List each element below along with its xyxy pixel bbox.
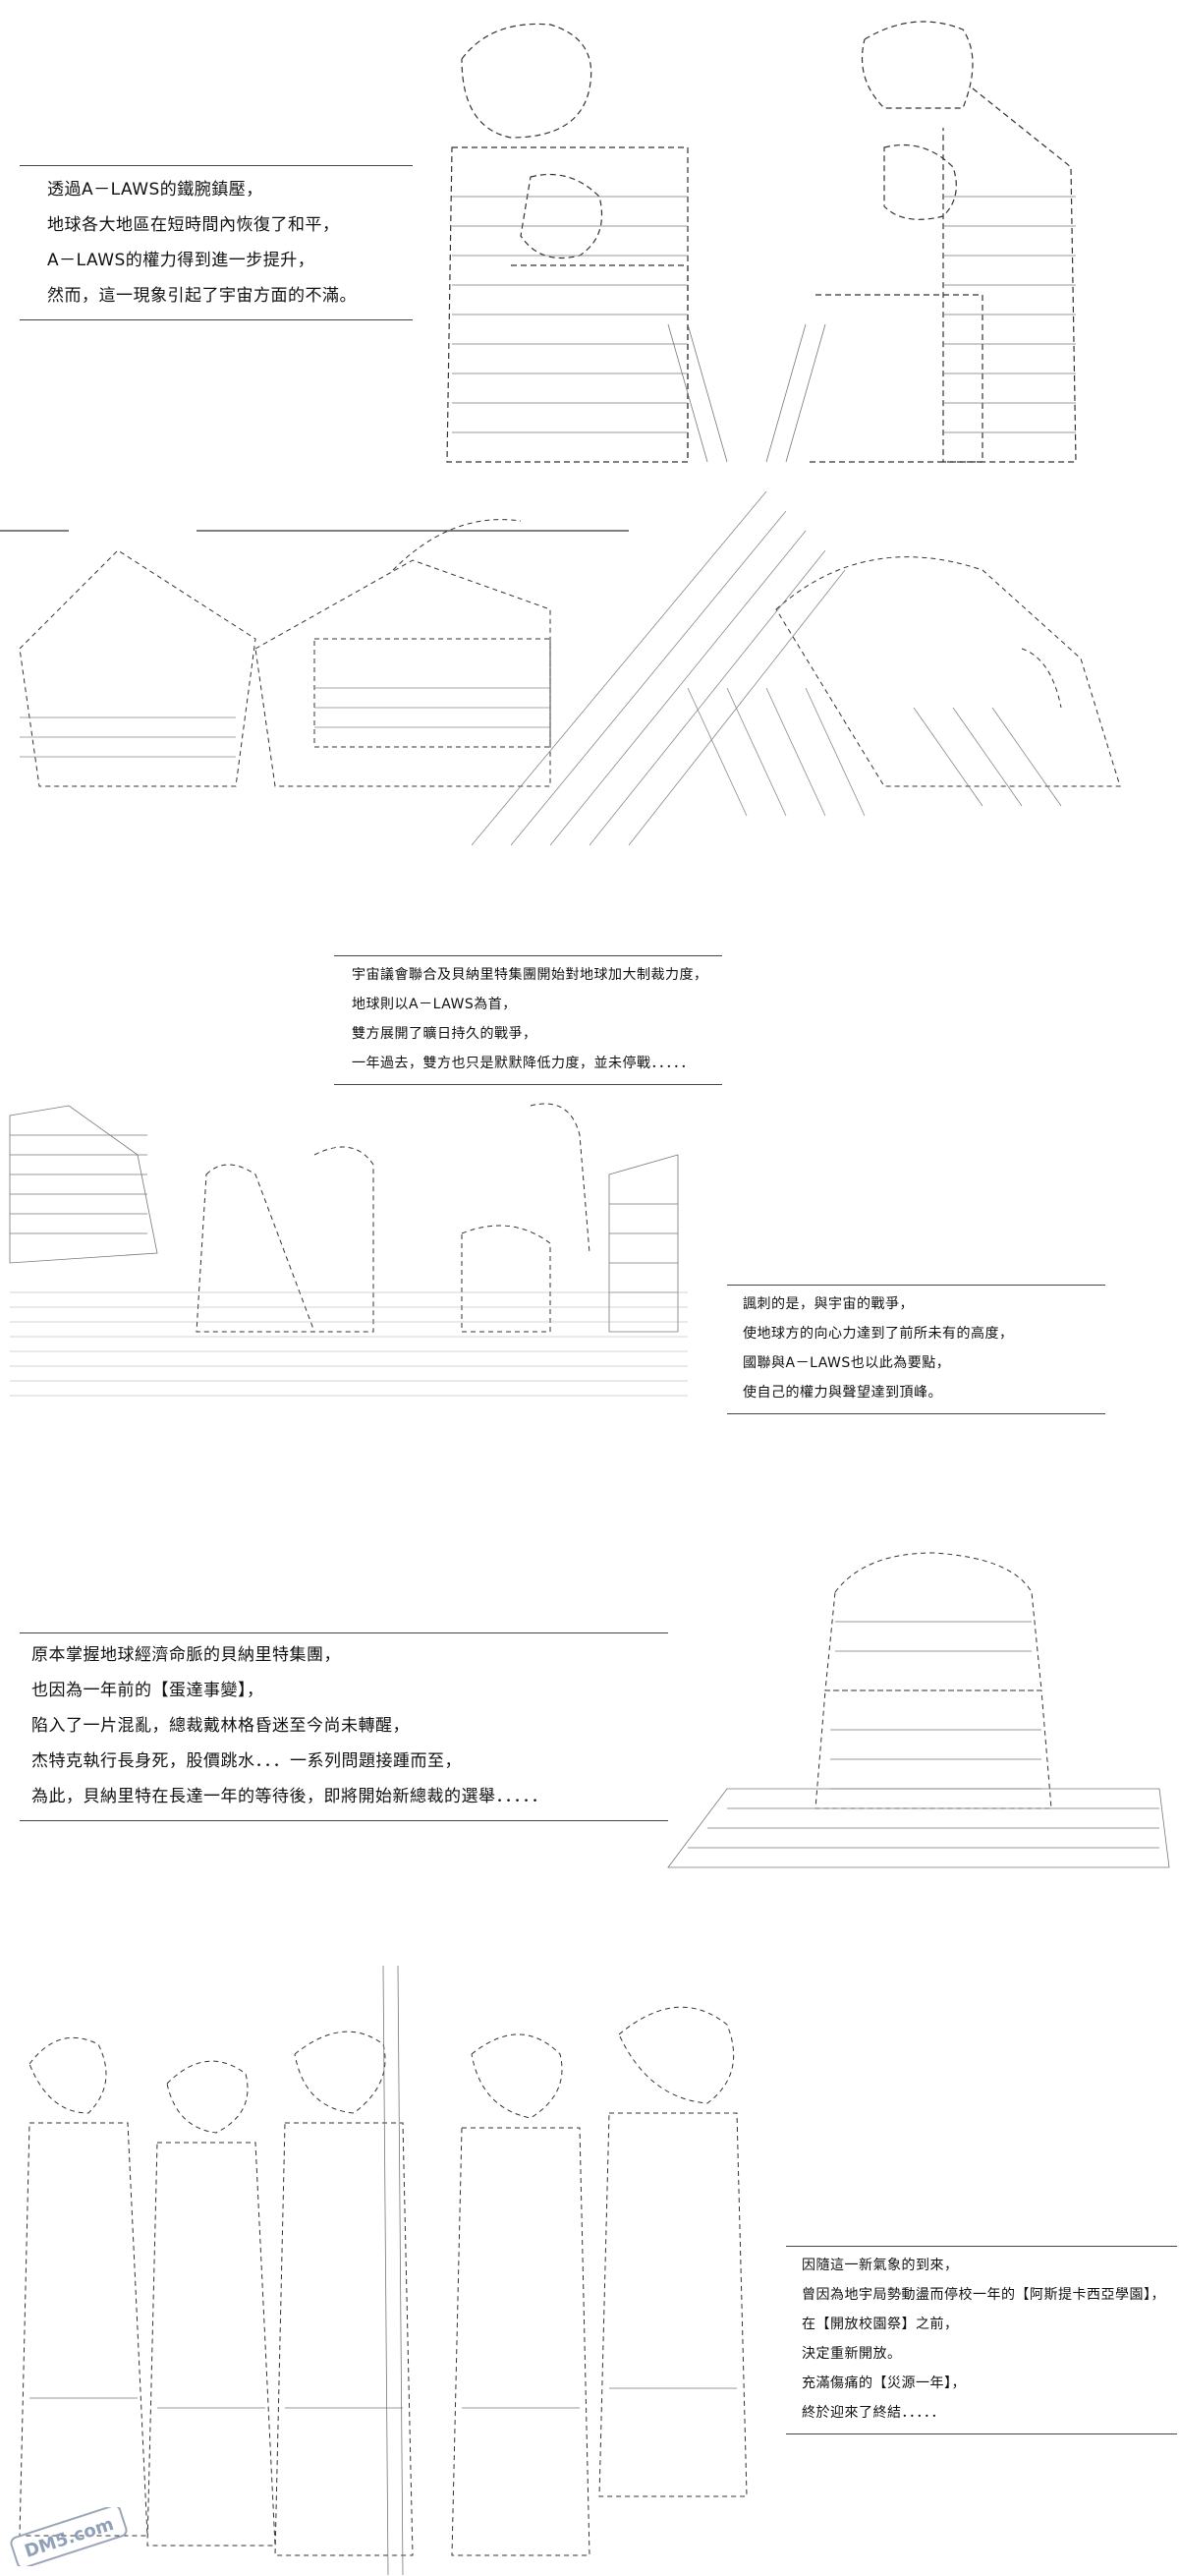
caption-line: 杰特克執行長身死，股價跳水．．．一系列問題接踵而至， xyxy=(31,1751,462,1771)
caption-line: 陷入了一片混亂，總裁戴林格昏迷至今尚未轉醒， xyxy=(31,1716,410,1736)
svg-text:DM5.com: DM5.com xyxy=(23,2514,117,2562)
ascii-art-crowd-and-figures xyxy=(0,1096,1179,1494)
caption-line: 宇宙議會聯合及貝納里特集團開始對地球加大制裁力度， xyxy=(352,967,708,983)
caption-bottom-rule xyxy=(786,2433,1177,2434)
caption-bottom-rule xyxy=(334,1084,722,1085)
caption-line: 地球則以A－LAWS為首， xyxy=(352,997,517,1012)
caption-line: 充滿傷痛的【災源一年】， xyxy=(802,2376,966,2391)
caption-bottom-rule xyxy=(20,1820,668,1821)
caption-line: 一年過去，雙方也只是默默降低力度，並未停戰．．．．． xyxy=(352,1056,695,1071)
ascii-art-seated-figure xyxy=(0,1494,1179,1946)
panel-1: 透過A－LAWS的鐵腕鎮壓， 地球各大地區在短時間內恢復了和平， A－LAWS的… xyxy=(0,0,1179,491)
caption-line: A－LAWS的權力得到進一步提升， xyxy=(47,251,315,270)
caption-line: 在【開放校園祭】之前， xyxy=(802,2317,959,2332)
caption-top-rule xyxy=(20,165,413,166)
narration-box: 透過A－LAWS的鐵腕鎮壓， 地球各大地區在短時間內恢復了和平， A－LAWS的… xyxy=(20,165,413,320)
caption-line: 地球各大地區在短時間內恢復了和平， xyxy=(47,215,340,235)
caption-line: 諷刺的是，與宇宙的戰爭， xyxy=(743,1296,914,1312)
caption-line: 曾因為地宇局勢動盪而停校一年的【阿斯提卡西亞學園】， xyxy=(802,2287,1165,2303)
ascii-art-battle-scene xyxy=(0,491,1179,1096)
panel-4: 原本掌握地球經濟命脈的貝納里特集團， 也因為一年前的【蛋達事變】， 陷入了一片混… xyxy=(0,1494,1179,1946)
caption-line: 使地球方的向心力達到了前所未有的高度， xyxy=(743,1326,1014,1342)
caption-line: 因隨這一新氣象的到來， xyxy=(802,2258,959,2273)
caption-bottom-rule xyxy=(727,1413,1105,1414)
caption-bottom-rule xyxy=(20,319,413,320)
caption-line: 原本掌握地球經濟命脈的貝納里特集團， xyxy=(31,1645,341,1665)
caption-top-rule xyxy=(20,1632,668,1633)
caption-top-rule xyxy=(786,2246,1177,2247)
panel-5: 因隨這一新氣象的到來， 曾因為地宇局勢動盪而停校一年的【阿斯提卡西亞學園】， 在… xyxy=(0,1946,1179,2576)
caption-line: 使自己的權力與聲望達到頂峰。 xyxy=(743,1385,942,1401)
caption-line: 終於迎來了終結．．．．． xyxy=(802,2405,945,2421)
caption-line: 然而，這一現象引起了宇宙方面的不滿。 xyxy=(47,286,357,306)
caption-line: 透過A－LAWS的鐵腕鎮壓， xyxy=(47,180,263,200)
panel-2: 宇宙議會聯合及貝納里特集團開始對地球加大制裁力度， 地球則以A－LAWS為首， … xyxy=(0,491,1179,1096)
ascii-art-two-figures xyxy=(0,0,1179,491)
narration-box: 宇宙議會聯合及貝納里特集團開始對地球加大制裁力度， 地球則以A－LAWS為首， … xyxy=(334,955,722,1085)
narration-box: 因隨這一新氣象的到來， 曾因為地宇局勢動盪而停校一年的【阿斯提卡西亞學園】， 在… xyxy=(786,2246,1177,2434)
narration-box: 諷刺的是，與宇宙的戰爭， 使地球方的向心力達到了前所未有的高度， 國聯與A－LA… xyxy=(727,1285,1105,1414)
site-watermark-logo: DM5.com xyxy=(6,2504,132,2569)
caption-line: 為此，貝納里特在長達一年的等待後，即將開始新總裁的選舉．．．．． xyxy=(31,1787,548,1806)
panel-3: 諷刺的是，與宇宙的戰爭， 使地球方的向心力達到了前所未有的高度， 國聯與A－LA… xyxy=(0,1096,1179,1494)
caption-line: 也因為一年前的【蛋達事變】， xyxy=(31,1681,264,1700)
ascii-art-group-of-students xyxy=(0,1946,1179,2576)
caption-line: 國聯與A－LAWS也以此為要點， xyxy=(743,1355,951,1371)
caption-top-rule xyxy=(334,955,722,956)
caption-line: 決定重新開放。 xyxy=(802,2346,902,2362)
caption-line: 雙方展開了曠日持久的戰爭， xyxy=(352,1026,537,1042)
narration-box: 原本掌握地球經濟命脈的貝納里特集團， 也因為一年前的【蛋達事變】， 陷入了一片混… xyxy=(20,1632,668,1821)
caption-top-rule xyxy=(727,1285,1105,1286)
